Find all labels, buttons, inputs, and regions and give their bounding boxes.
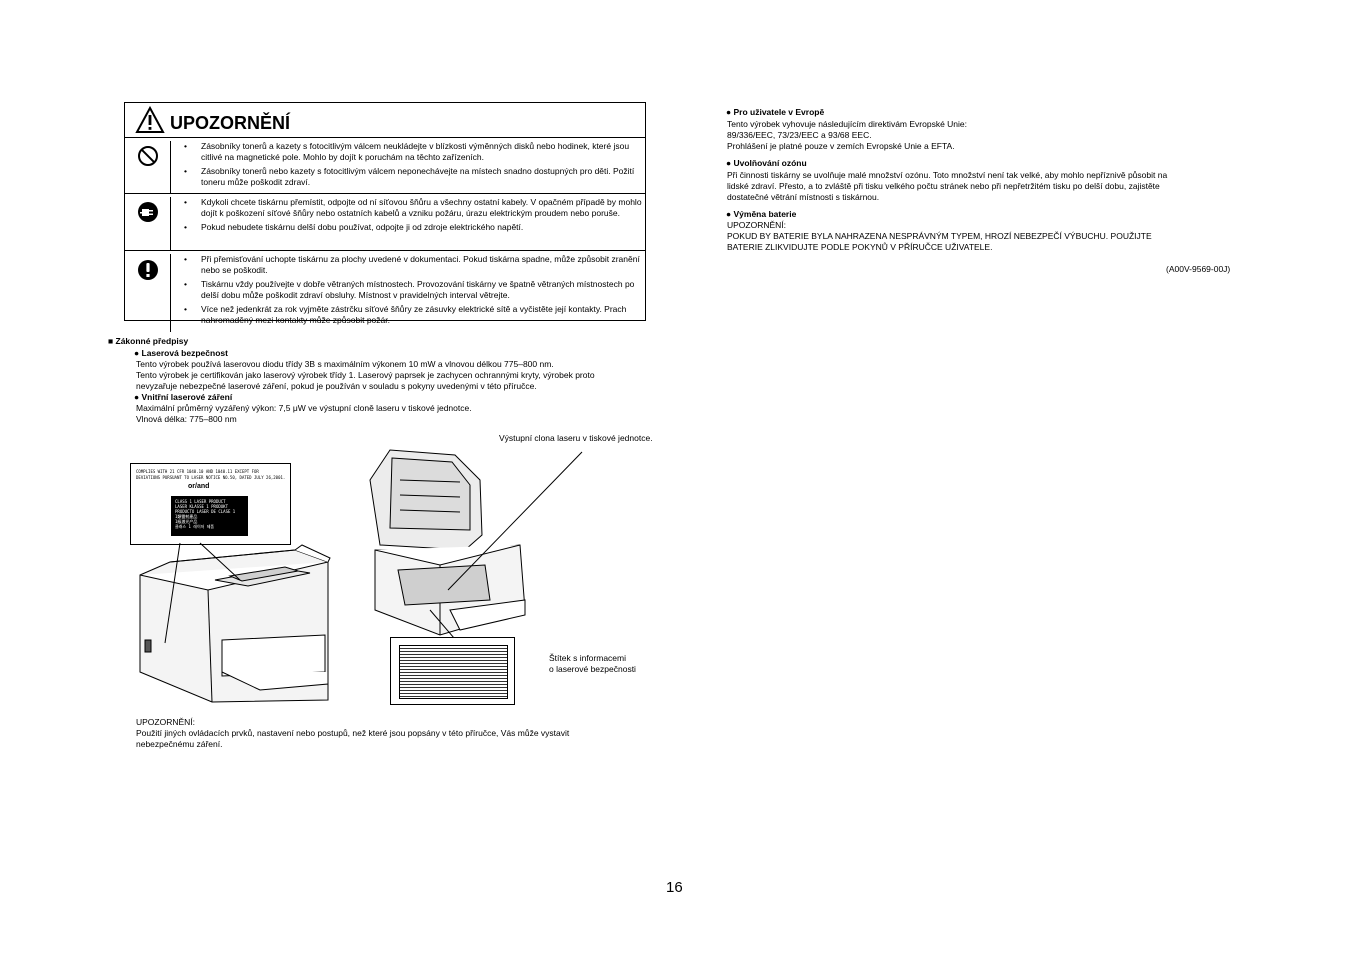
laser-safety-line: Tento výrobek používá laserovou diodu tř… <box>136 359 554 369</box>
warning-box: UPOZORNĚNÍ Zásobníky tonerů a kazety s f… <box>124 102 646 332</box>
exclamation-icon <box>138 260 158 280</box>
document-code: (A00V-9569-00J) <box>1166 264 1231 274</box>
internal-radiation-line: Maximální průměrný vyzářený výkon: 7,5 μ… <box>136 403 472 413</box>
prohibition-icon <box>138 146 158 166</box>
list-item: Při přemisťování uchopte tiskárnu za plo… <box>177 254 645 276</box>
warning-group-exclamation: Při přemisťování uchopte tiskárnu za plo… <box>125 254 645 332</box>
compliance-text: DEVIATIONS PURSUANT TO LASER NOTICE NO.5… <box>136 475 286 480</box>
list-item: Více než jedenkrát za rok vyjměte zástrč… <box>177 304 645 326</box>
aperture-callout: Výstupní clona laseru v tiskové jednotce… <box>499 433 653 443</box>
list-item: Zásobníky tonerů nebo kazety s fotocitli… <box>177 166 645 188</box>
class1-label: CLASS 1 LASER PRODUCT LASER KLASSE 1 PRO… <box>171 496 248 536</box>
europe-line: 89/336/EEC, 73/23/EEC a 93/68 EEC. <box>727 130 872 140</box>
list-item: Kdykoli chcete tiskárnu přemístit, odpoj… <box>177 197 645 219</box>
warning-triangle-icon <box>135 106 165 133</box>
warning-header: UPOZORNĚNÍ <box>125 103 645 138</box>
battery-line: BATERIE ZLIKVIDUJTE PODLE POKYNŮ V PŘÍRU… <box>727 242 993 252</box>
laser-safety-line: nevyzařuje nebezpečné laserové záření, p… <box>136 381 537 391</box>
page-number: 16 <box>666 879 683 896</box>
laser-safety-heading: ● Laserová bezpečnost <box>134 348 228 358</box>
internal-radiation-line: Vlnová délka: 775–800 nm <box>136 414 237 424</box>
or-and-label: or/and <box>188 483 210 490</box>
label-text-block <box>399 645 508 699</box>
warning-group-prohibition: Zásobníky tonerů a kazety s fotocitlivým… <box>125 141 645 194</box>
ozone-heading: ● Uvolňování ozónu <box>726 158 807 168</box>
compliance-text: COMPLIES WITH 21 CFR 1040.10 AND 1040.11… <box>136 469 259 474</box>
label-callout: o laserové bezpečnosti <box>549 664 636 674</box>
europe-line: Tento výrobek vyhovuje následujícím dire… <box>727 119 967 129</box>
internal-radiation-heading: ● Vnitřní laserové záření <box>134 392 233 402</box>
unplug-icon <box>138 202 158 222</box>
warning-title: UPOZORNĚNÍ <box>170 113 291 133</box>
list-item: Tiskárnu vždy používejte v dobře větraný… <box>177 279 645 301</box>
bottom-caution-text: nebezpečnému záření. <box>136 739 223 749</box>
label-callout: Štítek s informacemi <box>549 653 626 663</box>
ozone-line: Při činnosti tiskárny se uvolňuje malé m… <box>727 170 1168 180</box>
compliance-label: COMPLIES WITH 21 CFR 1040.10 AND 1040.11… <box>130 463 291 545</box>
list-item: Zásobníky tonerů a kazety s fotocitlivým… <box>177 141 645 163</box>
battery-line: UPOZORNĚNÍ: <box>727 220 787 230</box>
bottom-caution-title: UPOZORNĚNÍ: <box>136 717 196 727</box>
list-item: Pokud nebudete tiskárnu delší dobu použí… <box>177 222 645 233</box>
warning-group-unplug: Kdykoli chcete tiskárnu přemístit, odpoj… <box>125 197 645 251</box>
laser-safety-line: Tento výrobek je certifikován jako laser… <box>136 370 595 380</box>
regulations-heading: ■ Zákonné předpisy <box>108 336 189 346</box>
europe-heading: ● Pro uživatele v Evropě <box>726 107 825 117</box>
battery-heading: ● Výměna baterie <box>726 209 797 219</box>
printer-illustration <box>139 449 583 703</box>
ozone-line: lidské zdraví. Přesto, a to zvláště při … <box>727 181 1160 191</box>
europe-line: Prohlášení je platné pouze v zemích Evro… <box>727 141 955 151</box>
battery-line: POKUD BY BATERIE BYLA NAHRAZENA NESPRÁVN… <box>727 231 1152 241</box>
ozone-line: dostatečné větrání místnosti s tiskárnou… <box>727 192 880 202</box>
bottom-caution-text: Použití jiných ovládacích prvků, nastave… <box>136 728 570 738</box>
laser-safety-info-label <box>390 637 515 705</box>
